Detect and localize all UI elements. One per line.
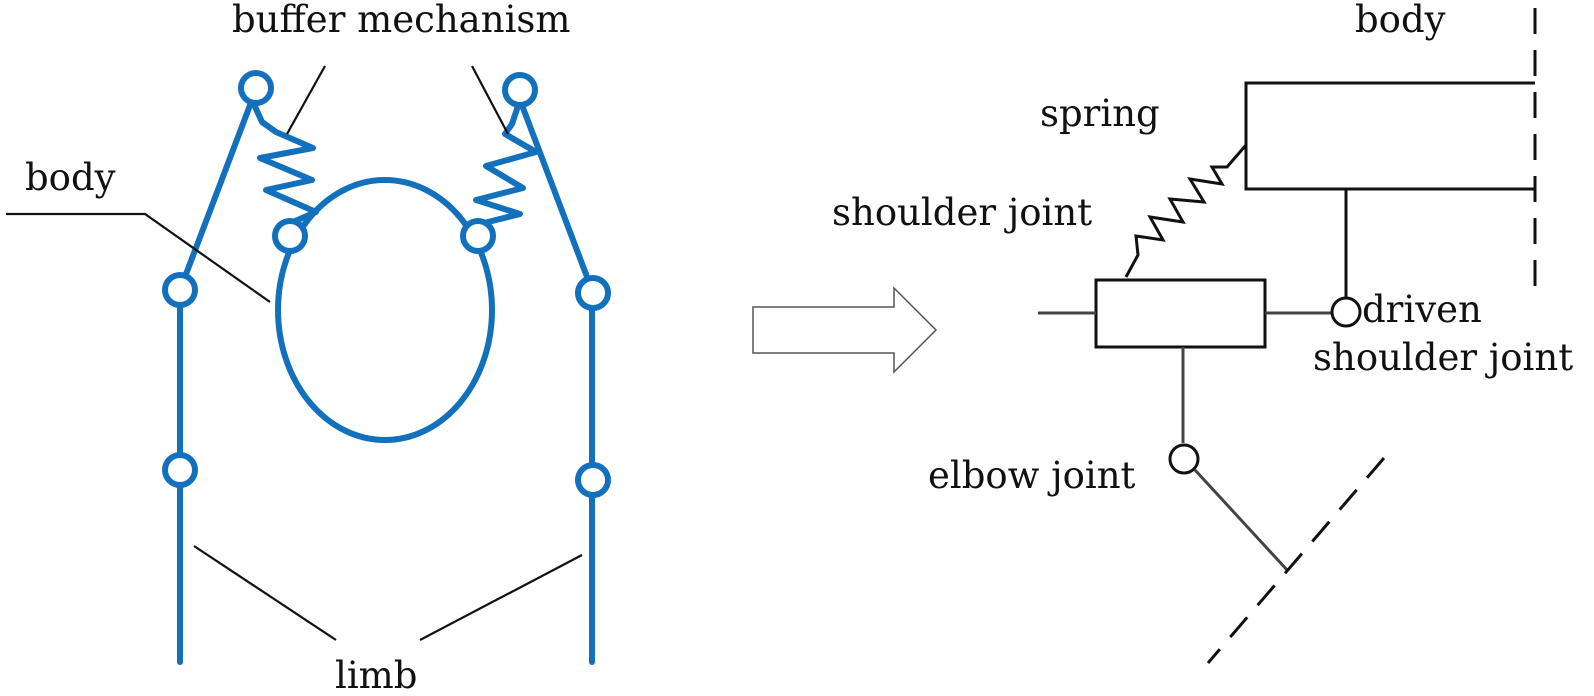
limb-centerline: [1206, 457, 1386, 664]
label-buffer-mechanism: buffer mechanism: [232, 0, 570, 41]
body-frame: [1244, 81, 1535, 191]
left-upper-limb: [177, 97, 255, 293]
left-elbow-joint-icon: [162, 452, 198, 488]
left-top-joint-icon: [238, 70, 274, 106]
limb-leader-right: [419, 554, 583, 641]
right-arrow-icon: [752, 286, 938, 374]
right-top-joint-icon: [502, 72, 538, 108]
elbow-joint-icon: [1168, 443, 1200, 475]
shoulder-joint-block: [1094, 278, 1267, 349]
driven-shoulder-joint-icon: [1330, 296, 1362, 328]
label-driven: driven: [1362, 288, 1482, 331]
label-spring: spring: [1040, 92, 1160, 135]
label-body-right: body: [1355, 0, 1446, 41]
spring-icon: [1124, 144, 1248, 278]
label-driven-shoulder-joint: shoulder joint: [1313, 336, 1573, 379]
right-figure: body spring shoulder joint driven should…: [832, 0, 1573, 664]
buffer-leader-right: [471, 65, 509, 135]
left-shoulder-joint-icon: [162, 272, 198, 308]
buffer-leader-left: [286, 65, 326, 135]
right-shoulder-joint-icon: [575, 275, 611, 311]
forearm-link: [1193, 468, 1290, 573]
body-leader: [6, 212, 271, 303]
right-buffer-spring: [467, 97, 539, 235]
label-elbow-joint: elbow joint: [928, 454, 1136, 497]
label-body-left: body: [25, 156, 116, 199]
right-body-joint-icon: [460, 218, 496, 254]
label-shoulder-joint: shoulder joint: [832, 191, 1092, 234]
left-figure: buffer mechanism body limb: [6, 0, 611, 696]
left-buffer-spring: [249, 97, 319, 238]
limb-leader-left: [193, 545, 337, 641]
right-upper-limb: [517, 97, 595, 293]
right-elbow-joint-icon: [575, 462, 611, 498]
left-body-joint-icon: [272, 218, 308, 254]
label-limb: limb: [335, 654, 417, 696]
body-ellipse: [275, 177, 495, 443]
